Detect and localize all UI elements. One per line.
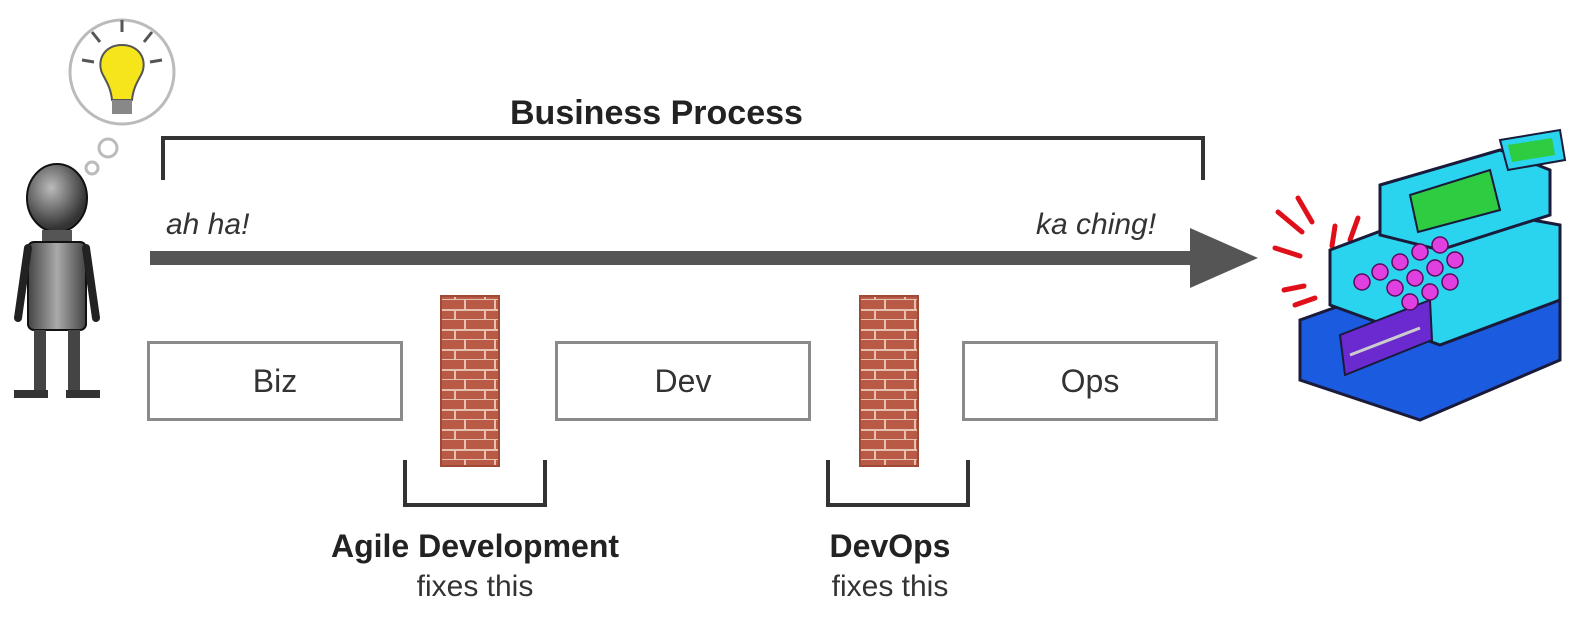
spark-lines [1272, 195, 1361, 308]
cash-register-icon [1272, 128, 1567, 422]
stage-box-ops: Ops [962, 341, 1218, 421]
stage-box-biz: Biz [147, 341, 403, 421]
brick-wall-icon [859, 295, 919, 467]
register-keys [1353, 236, 1464, 311]
brick-wall-icon [440, 295, 500, 467]
agile-caption: Agile Development [330, 528, 620, 564]
process-arrow [150, 228, 1258, 288]
agile-subcaption: fixes this [416, 570, 534, 603]
devops-bracket [826, 460, 970, 507]
business-process-bracket [161, 136, 1205, 180]
lightbulb-icon [81, 20, 163, 114]
person-with-idea-icon [14, 18, 176, 398]
start-label: ah ha! [166, 208, 250, 241]
devops-subcaption: fixes this [831, 570, 949, 603]
devops-caption: DevOps [829, 528, 951, 564]
agile-bracket [403, 460, 547, 507]
diagram-title: Business Process [510, 94, 803, 132]
stage-box-dev: Dev [555, 341, 811, 421]
end-label: ka ching! [1036, 208, 1157, 241]
